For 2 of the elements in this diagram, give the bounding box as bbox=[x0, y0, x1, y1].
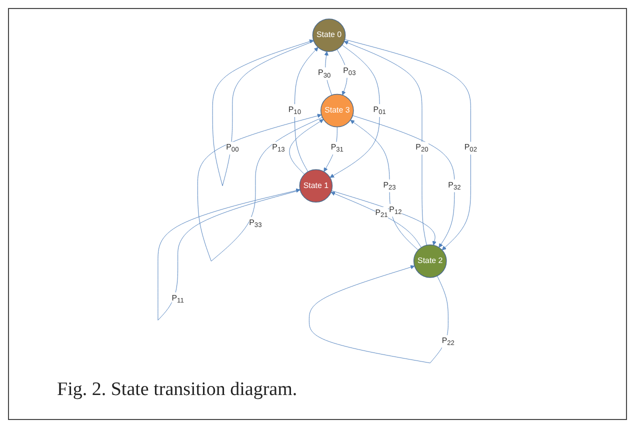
figure-caption: Fig. 2. State transition diagram. bbox=[57, 379, 298, 401]
arrow bbox=[158, 188, 300, 320]
